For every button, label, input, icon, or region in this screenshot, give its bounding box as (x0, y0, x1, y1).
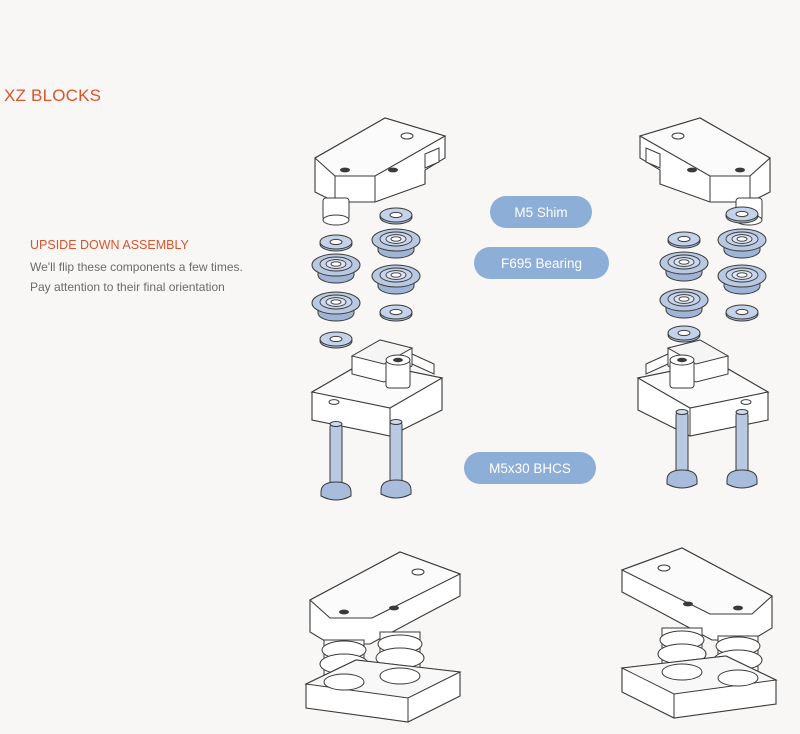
left-assembled-block (305, 551, 461, 723)
left-top-plate (314, 117, 446, 226)
section-title: XZ BLOCKS (4, 86, 102, 105)
note-line-2: Pay attention to their final orientation (30, 280, 225, 294)
callout-m5-shim[interactable]: M5 Shim (490, 196, 592, 228)
callout-m5x30-bhcs[interactable]: M5x30 BHCS (464, 452, 596, 484)
right-assembled-block (621, 547, 777, 719)
note-heading: UPSIDE DOWN ASSEMBLY (30, 238, 189, 252)
note-line-1: We'll flip these components a few times. (30, 260, 243, 274)
callout-f695-bearing[interactable]: F695 Bearing (474, 247, 609, 279)
assembly-note: UPSIDE DOWN ASSEMBLY We'll flip these co… (30, 238, 290, 297)
